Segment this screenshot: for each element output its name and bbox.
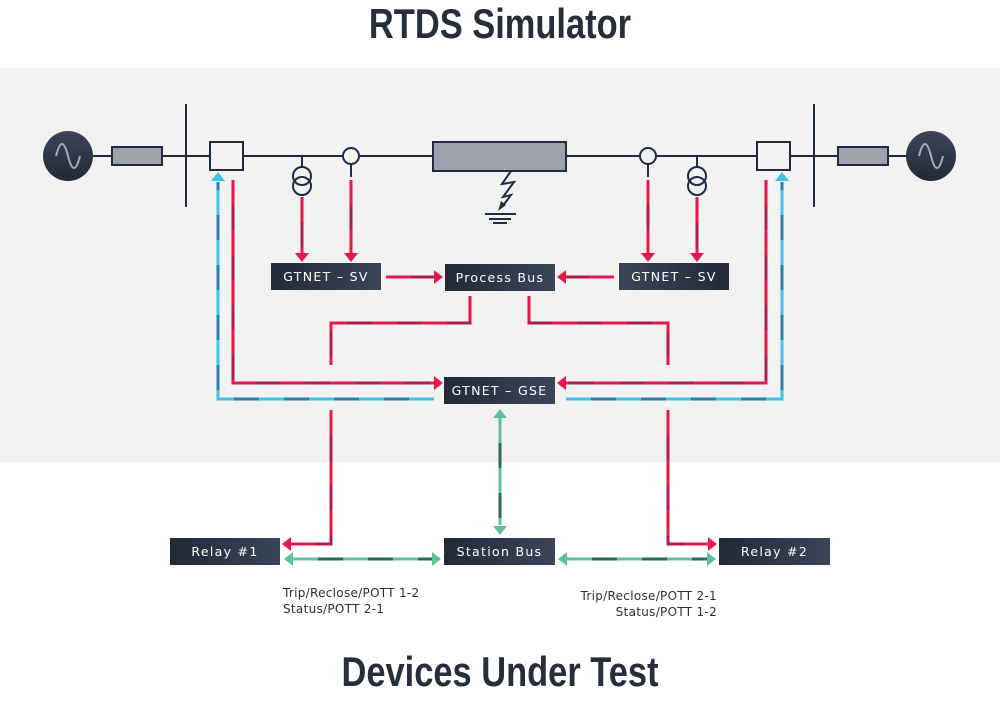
goose-right-trip	[566, 182, 784, 401]
relay-2-box[interactable]: Relay #2	[719, 538, 830, 565]
source-impedance-right	[837, 146, 889, 166]
current-transformer-left	[342, 147, 360, 177]
relay-2-station-arrow-right	[707, 552, 716, 566]
relay-1-station-arrow-left	[284, 552, 293, 566]
caption-relay-1-line-1: Trip/Reclose/POTT 1-2	[283, 586, 420, 600]
goose-left-trip-dash	[216, 182, 434, 401]
caption-relay-1: Trip/Reclose/POTT 1-2 Status/POTT 2-1	[283, 585, 419, 617]
process-bus-box[interactable]: Process Bus	[445, 264, 555, 291]
sv-ct-right-arrow	[641, 253, 655, 262]
process-bus-to-relay-2-bottom-dash	[666, 410, 709, 546]
gtnet-sv-left-box[interactable]: GTNET – SV	[271, 263, 381, 290]
process-bus-to-relay-2-arrow	[708, 537, 717, 551]
generator-right	[906, 131, 956, 181]
station-bus-box[interactable]: Station Bus	[444, 538, 555, 565]
station-bus-to-gse-arrow-down	[493, 526, 507, 535]
process-bus-to-relay-1-top	[329, 296, 472, 365]
sv-left-to-process-bus-arrow	[434, 270, 443, 284]
relay-1-station-arrow-right	[432, 552, 441, 566]
title-devices-under-test: Devices Under Test	[341, 648, 659, 695]
relay-1-box[interactable]: Relay #1	[170, 538, 280, 565]
sv-right-to-process-bus-arrow	[557, 270, 566, 284]
caption-relay-2-line-1: Trip/Reclose/POTT 2-1	[580, 589, 717, 603]
sv-vt-left-arrow	[295, 253, 309, 262]
breaker-left	[209, 141, 244, 171]
process-bus-to-relay-2-top	[527, 296, 670, 365]
transmission-line-impedance	[432, 141, 567, 172]
process-bus-to-relay-1-bottom	[290, 410, 333, 546]
source-impedance-left	[111, 146, 163, 166]
generator-left	[43, 131, 93, 181]
title-rtds-simulator: RTDS Simulator	[368, 0, 632, 47]
gtnet-gse-box[interactable]: GTNET – GSE	[444, 377, 555, 404]
process-bus-to-relay-2-bottom	[666, 410, 709, 546]
station-bus-to-gse-arrow-up	[493, 409, 507, 418]
breaker-right-status-dash	[566, 180, 768, 385]
breaker-right-status-arrow	[557, 376, 566, 390]
relay-2-station-arrow-left	[558, 552, 567, 566]
breaker-left-status-arrow	[434, 376, 443, 390]
process-bus-to-relay-1-bottom-dash	[290, 410, 333, 546]
current-transformer-right	[639, 147, 657, 177]
breaker-right	[756, 141, 791, 171]
process-bus-to-relay-1-top-dash	[329, 296, 472, 365]
fault-lightning-icon	[498, 170, 517, 211]
breaker-left-status-dash	[231, 180, 434, 385]
caption-relay-1-line-2: Status/POTT 2-1	[283, 602, 385, 616]
goose-left-trip-arrow	[211, 172, 225, 181]
caption-relay-2-line-2: Status/POTT 1-2	[615, 605, 717, 619]
goose-left-trip	[216, 182, 434, 401]
ground-icon	[485, 213, 516, 224]
caption-relay-2: Trip/Reclose/POTT 2-1 Status/POTT 1-2	[565, 588, 717, 620]
voltage-transformer-right	[687, 156, 707, 196]
process-bus-to-relay-2-top-dash	[527, 296, 670, 365]
goose-right-trip-dash	[566, 182, 784, 401]
goose-right-trip-arrow	[775, 172, 789, 181]
gtnet-sv-right-box[interactable]: GTNET – SV	[619, 263, 729, 290]
sv-vt-right-arrow	[690, 253, 704, 262]
signal-paths	[211, 172, 789, 566]
sv-ct-left-arrow	[344, 253, 358, 262]
voltage-transformer-left	[292, 156, 312, 196]
process-bus-to-relay-1-arrow	[282, 537, 291, 551]
